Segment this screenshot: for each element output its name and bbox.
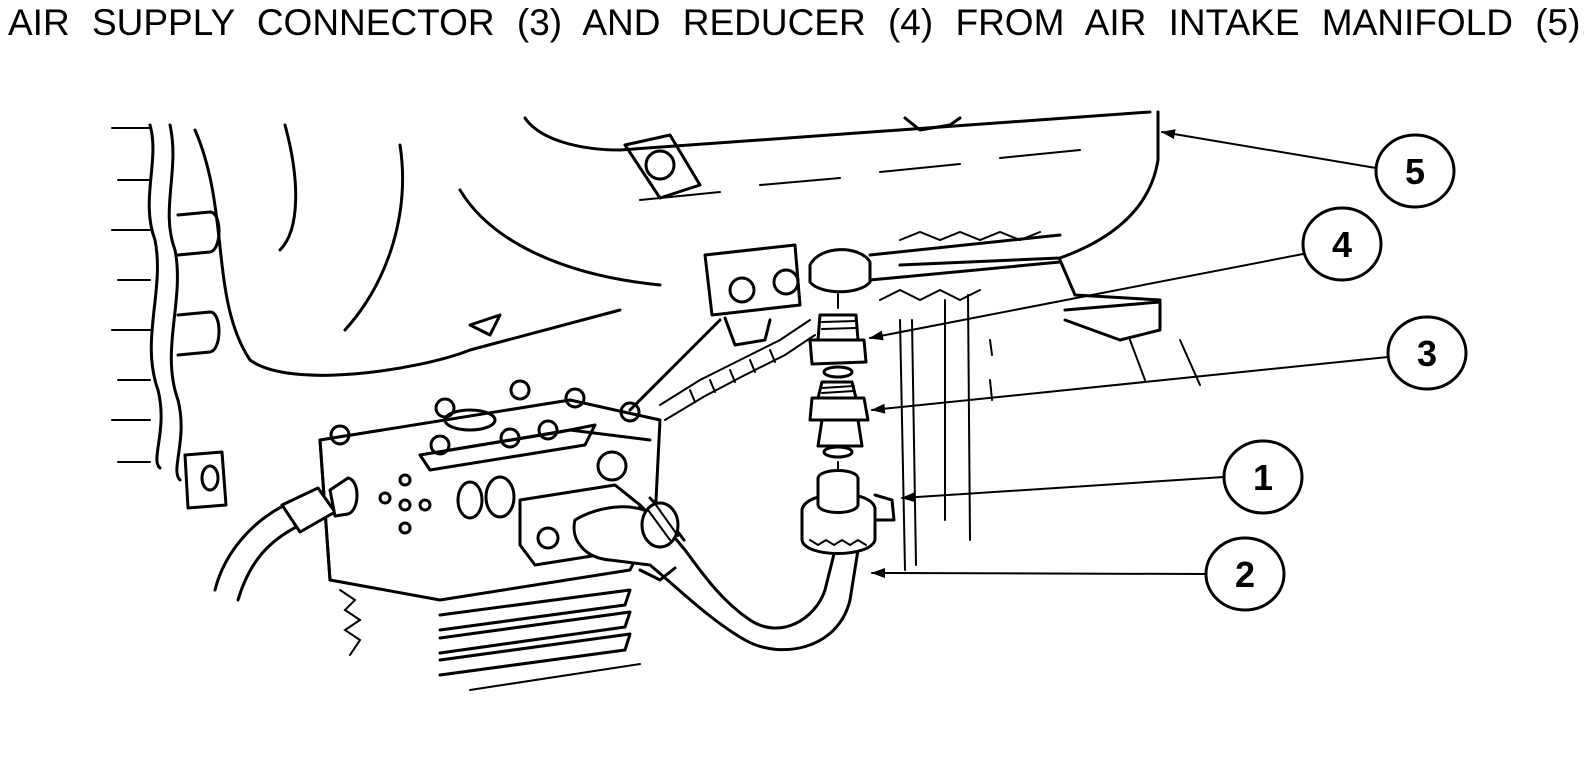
callout-1-label: 1 bbox=[1253, 457, 1273, 498]
leader-line-4 bbox=[869, 253, 1304, 341]
callout-4: 4 bbox=[1301, 206, 1383, 282]
instruction-caption: AIR SUPPLY CONNECTOR (3) AND REDUCER (4)… bbox=[8, 2, 1584, 43]
engine-block-edge bbox=[111, 123, 228, 510]
leader-line-2 bbox=[871, 568, 1207, 579]
callout-4-label: 4 bbox=[1332, 224, 1352, 265]
mounting-bracket bbox=[703, 243, 802, 347]
air-tube bbox=[808, 230, 1062, 302]
callout-5: 5 bbox=[1374, 133, 1456, 209]
callouts: 1 2 3 4 5 bbox=[1204, 133, 1468, 612]
callout-5-label: 5 bbox=[1405, 151, 1425, 192]
frame-rails bbox=[899, 294, 993, 571]
callout-2-label: 2 bbox=[1235, 554, 1255, 595]
leader-lines bbox=[869, 129, 1389, 579]
callout-2: 2 bbox=[1204, 536, 1286, 612]
callout-3: 3 bbox=[1386, 315, 1468, 391]
air-intake-manifold bbox=[193, 110, 1201, 386]
air-supply-connector bbox=[808, 380, 870, 471]
side-air-line bbox=[213, 476, 359, 602]
callout-1: 1 bbox=[1222, 439, 1304, 515]
leader-line-1 bbox=[901, 476, 1225, 503]
hose-clamp bbox=[800, 469, 896, 555]
wiring-harness bbox=[628, 318, 816, 421]
leader-line-5 bbox=[1161, 129, 1377, 169]
reducer bbox=[808, 293, 868, 379]
discharge-hose bbox=[518, 483, 860, 652]
callout-3-label: 3 bbox=[1417, 333, 1437, 374]
leader-line-3 bbox=[871, 356, 1389, 414]
